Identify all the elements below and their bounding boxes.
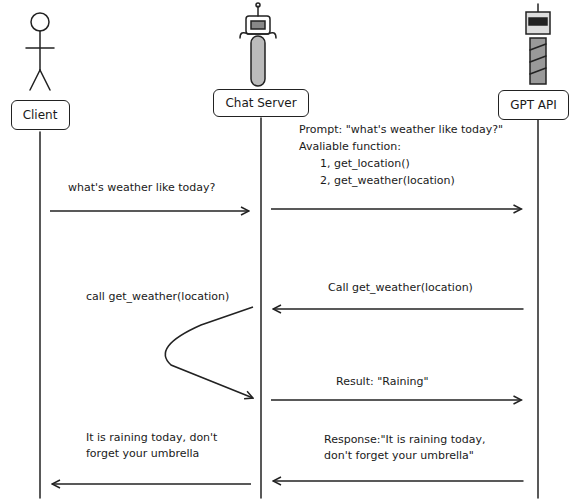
message-label: Call get_weather(location) [326, 280, 475, 296]
message-arrow [273, 308, 524, 310]
lifeline [39, 132, 41, 498]
lifeline-box: Client [11, 100, 70, 130]
participant-name: Client [23, 108, 58, 122]
lifeline [260, 118, 262, 498]
message-label: Response:"It is raining today, don't for… [322, 432, 516, 464]
message-label: It is raining today, don't forget your u… [84, 430, 253, 462]
participant-name: GPT API [510, 98, 557, 112]
prompt-note: Avaliable function: [297, 139, 403, 155]
message-label: what's weather like today? [66, 180, 217, 196]
message-arrow [271, 208, 522, 210]
robot-icon [240, 3, 276, 86]
message-arrow [165, 307, 253, 398]
message-label: call get_weather(location) [84, 289, 231, 305]
message-label: Prompt: "what's weather like today?" [297, 122, 505, 138]
message-arrow [50, 210, 249, 212]
lifeline-box: GPT API [498, 90, 569, 120]
robot-icon [526, 4, 550, 84]
message-arrow [52, 483, 251, 485]
lifeline [537, 120, 539, 498]
person-icon [26, 13, 54, 90]
message-label: Result: "Raining" [334, 374, 431, 390]
message-arrow [271, 399, 522, 401]
prompt-note: 1, get_location() [318, 156, 412, 172]
prompt-note: 2, get_weather(location) [318, 173, 457, 189]
participant-name: Chat Server [225, 96, 296, 110]
message-arrow [273, 480, 524, 482]
lifeline-box: Chat Server [213, 89, 309, 117]
